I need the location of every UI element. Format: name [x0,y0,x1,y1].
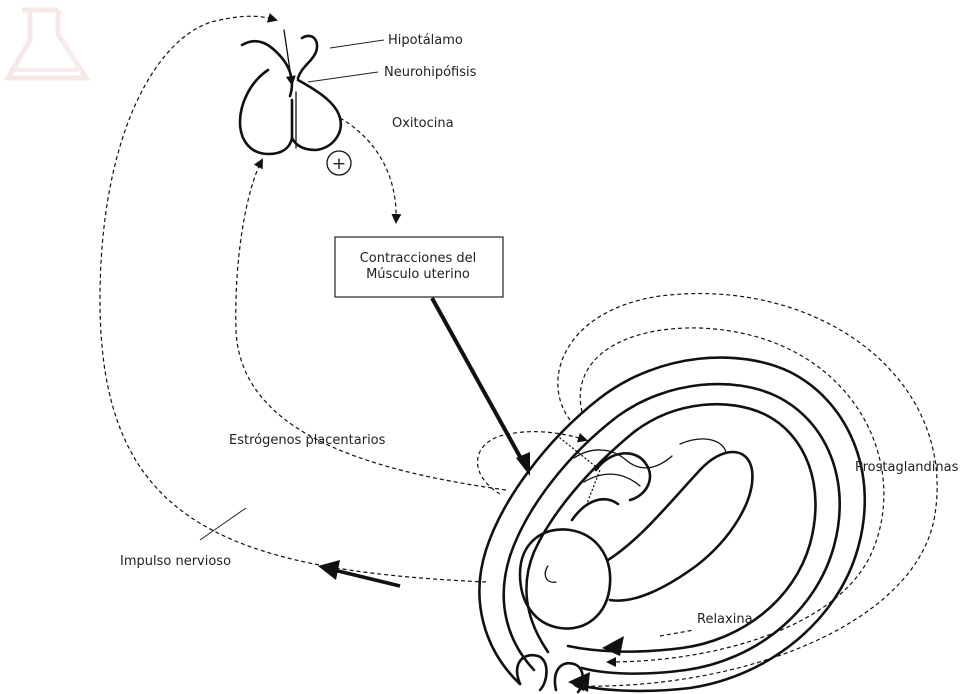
hipotalamo-label: Hipotálamo [388,33,463,48]
prostaglandinas-outer [558,294,937,687]
neurohipofisis-label: Neurohipófisis [384,65,477,80]
relaxina-path [660,630,694,636]
flask-icon [8,10,86,78]
oxitocina-label: Oxitocina [392,116,454,131]
pituitary-gland [240,36,341,154]
local-loop-path [478,432,587,494]
hipotalamo-leader [330,40,384,48]
contraction-arrow [432,298,524,464]
plus-circle-icon: + [327,151,351,175]
prostaglandinas-label: Prostaglandinas [855,460,959,475]
contracciones-line1: Contracciones del [360,251,477,266]
estrogenos-label: Estrógenos placentarios [229,433,386,448]
neurohipofisis-leader [308,72,378,82]
contracciones-line2: Músculo uterino [366,267,470,282]
uterus-with-fetus [479,358,864,692]
plus-sign: + [332,154,346,174]
neurosecretion-arrow [284,30,292,84]
contracciones-box: Contracciones del Músculo uterino [335,237,503,297]
relaxina-label: Relaxina [697,612,753,627]
impulso-label: Impulso nervioso [120,554,231,569]
impulso-output-arrowhead [318,560,340,580]
